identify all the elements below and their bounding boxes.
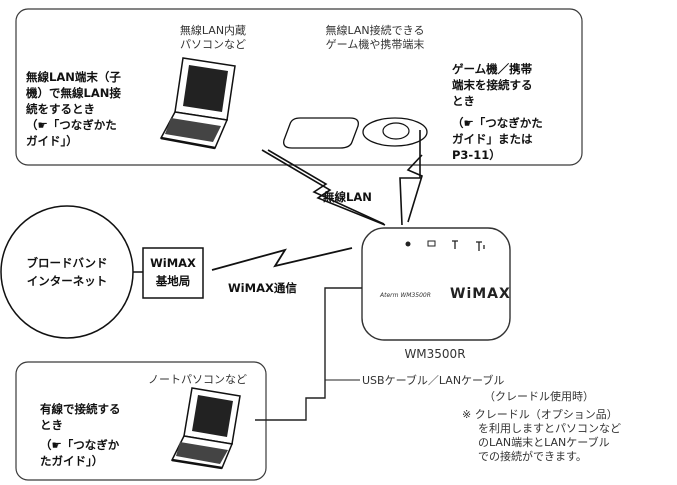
right-note-line1: ゲーム機／携帯 bbox=[452, 62, 533, 76]
internet-label-line2: インターネット bbox=[26, 274, 108, 288]
wimax-link bbox=[211, 247, 353, 271]
base-station-box bbox=[142, 247, 204, 299]
mobile-device-icon bbox=[362, 117, 428, 147]
wireless-lan-label: 無線LAN bbox=[323, 190, 372, 204]
pc-caption-line2: パソコンなど bbox=[180, 38, 246, 51]
wimax-link-label: WiMAX通信 bbox=[228, 281, 297, 295]
pc-caption-line1: 無線LAN内蔵 bbox=[179, 24, 247, 37]
bottom-note-line1: 有線で接続する bbox=[40, 402, 121, 416]
wireless-link-right bbox=[399, 130, 421, 226]
right-note-line5: ガイド」または bbox=[452, 132, 533, 146]
right-note-line6: P3-11） bbox=[452, 148, 501, 162]
bottom-note-line2: とき bbox=[40, 418, 63, 432]
top-panel-frame bbox=[15, 8, 583, 166]
router-model-label: WM3500R bbox=[404, 347, 466, 361]
cradle-note-line4: での接続ができます。 bbox=[478, 450, 587, 463]
router-brand-text: Aterm WM3500R bbox=[380, 292, 431, 299]
game-caption-line2: ゲーム機や携帯端末 bbox=[325, 38, 425, 51]
internet-cloud bbox=[0, 205, 134, 339]
left-note-line4: （☛「つなぎかた bbox=[26, 118, 117, 132]
wireless-zigzag-a bbox=[267, 149, 385, 225]
wireless-zigzag-b bbox=[406, 154, 423, 223]
bottom-panel-caption: ノートパソコンなど bbox=[148, 373, 247, 386]
router-logo-text: WiMAX bbox=[450, 286, 511, 302]
bottom-note-line3: （☛「つなぎか bbox=[40, 438, 120, 452]
base-station-line1: WiMAX bbox=[150, 256, 196, 270]
usb-lan-cable bbox=[255, 287, 362, 421]
right-note-line2: 端末を接続する bbox=[452, 78, 533, 92]
cable-sub-label: （クレードル使用時） bbox=[484, 390, 594, 403]
game-device-icon bbox=[283, 117, 359, 149]
cradle-note-line1: ※ クレードル（オプション品） bbox=[462, 408, 618, 421]
internet-label-line1: ブロードバンド bbox=[26, 256, 108, 270]
left-note-line2: 機）で無線LAN接 bbox=[26, 86, 121, 100]
laptop-icon bbox=[159, 57, 236, 150]
base-station-line2: 基地局 bbox=[155, 274, 191, 288]
right-note-line3: とき bbox=[452, 94, 475, 108]
router-device bbox=[361, 227, 511, 341]
game-caption-line1: 無線LAN接続できる bbox=[325, 24, 425, 37]
cradle-note-line2: を利用しますとパソコンなど bbox=[478, 422, 621, 435]
cable-label: USBケーブル／LANケーブル bbox=[362, 374, 505, 387]
left-note-line1: 無線LAN端末（子 bbox=[26, 70, 121, 84]
cradle-note-line3: のLAN端末とLANケーブル bbox=[478, 436, 610, 449]
laptop-bottom-icon bbox=[170, 387, 241, 470]
left-note-line3: 続をするとき bbox=[26, 102, 95, 116]
left-note-line5: ガイド」） bbox=[26, 134, 78, 148]
bottom-note-line4: たガイド」） bbox=[40, 454, 104, 468]
right-note-line4: （☛「つなぎかた bbox=[452, 116, 543, 130]
